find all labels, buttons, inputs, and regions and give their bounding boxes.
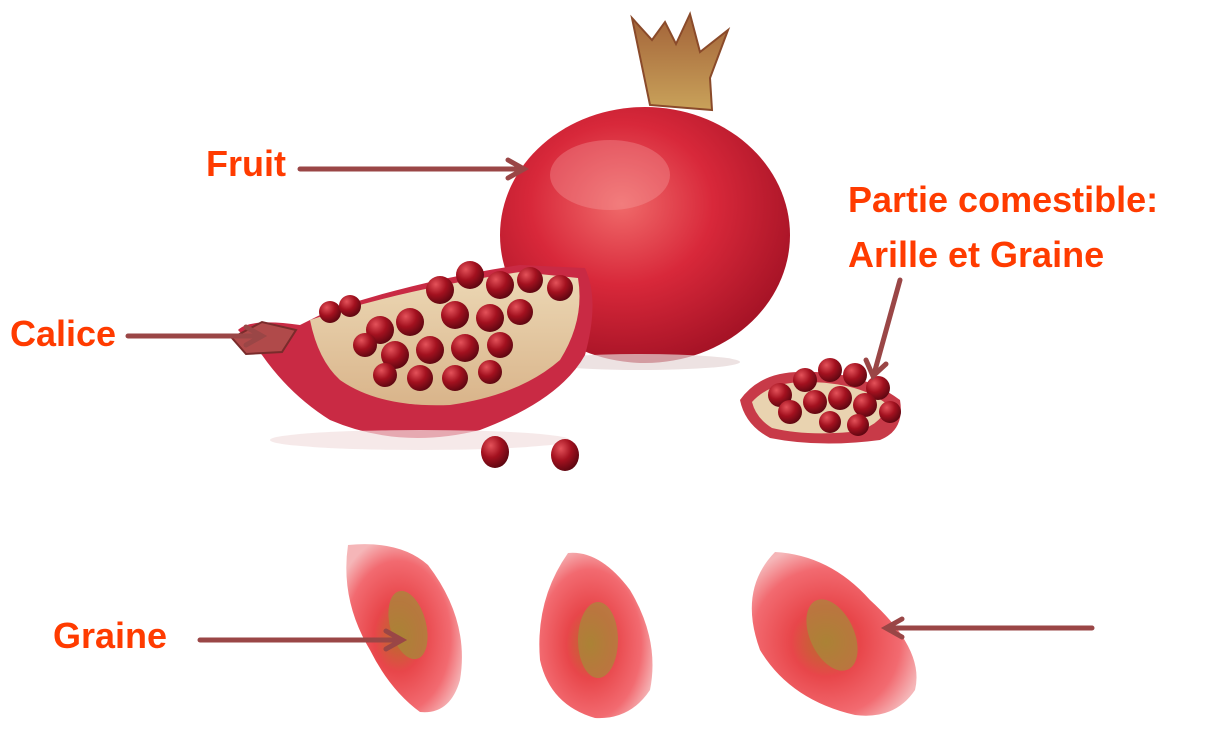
magnified-aril-1: [346, 544, 462, 712]
arrow-graine-right: [886, 619, 1092, 637]
open-pomegranate-half: [232, 261, 593, 450]
magnified-aril-2: [539, 553, 652, 718]
fruit-highlight: [550, 140, 670, 210]
arrow-partie-comestible: [866, 280, 900, 376]
half-shadow: [270, 430, 570, 450]
arrow-fruit: [300, 160, 524, 178]
label-calice: Calice: [10, 310, 116, 358]
fruit-crown: [632, 14, 728, 110]
label-fruit: Fruit: [206, 140, 286, 188]
label-partie-comestible: Partie comestible: Arille et Graine: [848, 172, 1198, 282]
label-graine: Graine: [53, 612, 167, 660]
